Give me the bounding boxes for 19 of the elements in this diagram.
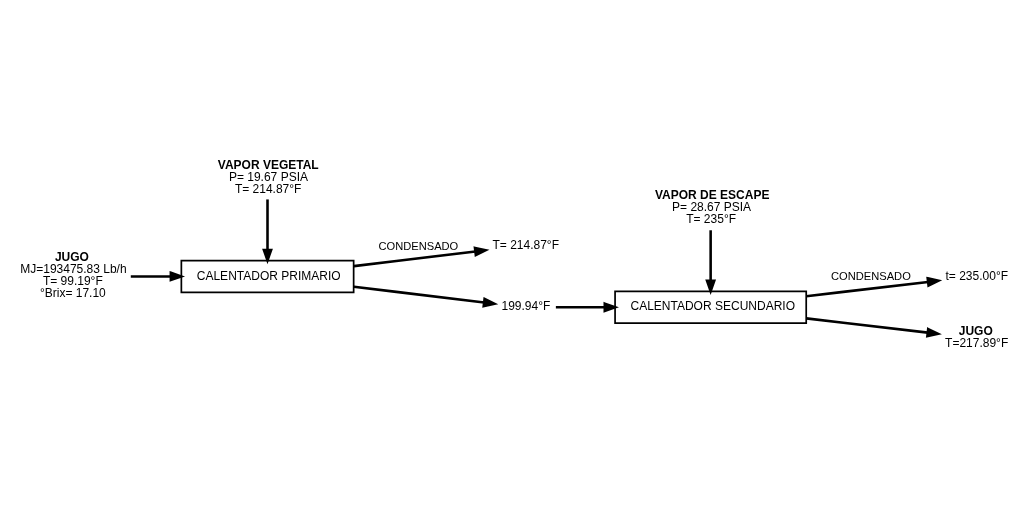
arrow bbox=[806, 276, 943, 298]
arrow bbox=[806, 317, 942, 338]
arrow bbox=[555, 301, 619, 313]
edge-label: CONDENSADO bbox=[831, 270, 911, 283]
arrow bbox=[353, 246, 490, 268]
node-box: CALENTADOR PRIMARIO bbox=[180, 259, 355, 294]
node-text: JUGO T=217.89°F bbox=[945, 323, 1009, 350]
node-text: 199.94°F bbox=[501, 299, 551, 314]
arrow bbox=[262, 199, 273, 265]
node-text: T= 214.87°F bbox=[492, 237, 560, 252]
node-text: VAPOR DE ESCAPE P= 28.67 PSIA T= 235°F bbox=[654, 188, 770, 227]
node-text: t= 235.00°F bbox=[945, 268, 1009, 283]
arrow bbox=[130, 271, 186, 282]
arrow bbox=[705, 230, 717, 295]
arrow bbox=[353, 285, 499, 308]
node-text: JUGO MJ=193475.83 Lb/h T= 99.19°F °Brix= 17.10 bbox=[20, 250, 127, 301]
node-box: CALENTADOR SECUNDARIO bbox=[614, 290, 808, 324]
edge-label: CONDENSADO bbox=[378, 240, 459, 253]
node-text: VAPOR VEGETAL P= 19.67 PSIA T= 214.87°F bbox=[217, 157, 319, 196]
